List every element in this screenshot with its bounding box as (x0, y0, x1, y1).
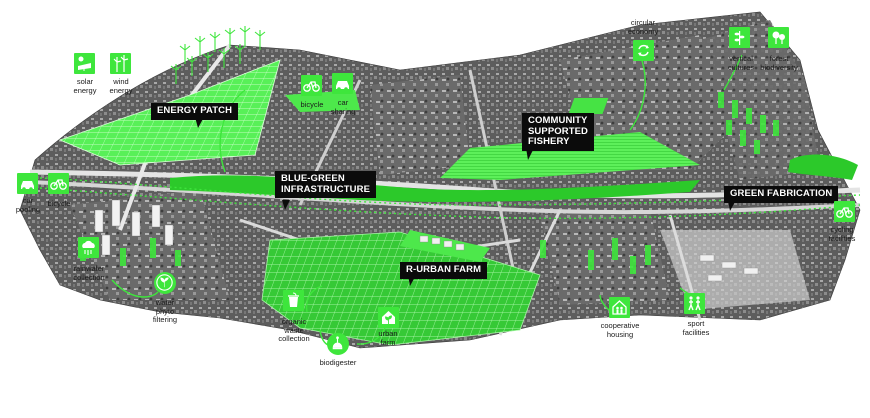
bicycle-icon (301, 75, 322, 96)
forest-biodiversity-label: forest biodiversity (760, 54, 798, 72)
rain-cloud-icon (78, 237, 99, 258)
blue-green-infrastructure-callout: BLUE-GREEN INFRASTRUCTURE (275, 171, 377, 198)
organic-waste-icon (283, 290, 304, 311)
circular-economy-label: circular economy (627, 18, 659, 36)
solar-panel-icon (74, 53, 95, 74)
bicycle-top-label: bicycle (300, 100, 324, 109)
forest-icon (768, 27, 789, 48)
vertical-cultures-label: vertical cultures (727, 54, 755, 72)
car-icon (332, 73, 353, 94)
bicycle-icon (834, 201, 855, 222)
car-pooling-label: car pooling (15, 196, 41, 214)
community-fishery-callout: COMMUNITY SUPPORTED FISHERY (522, 113, 595, 151)
urban-farm-icon (378, 307, 399, 328)
housing-icon (609, 297, 630, 318)
car-sharing-label: car sharing (330, 98, 356, 116)
wind-energy-label: wind energy (109, 77, 133, 95)
sport-facilities-label: sport facilities (682, 319, 710, 337)
plant-filter-icon (154, 272, 176, 294)
energy-patch-callout: ENERGY PATCH (151, 103, 239, 120)
green-fabrication-callout: GREEN FABRICATION (724, 186, 839, 203)
biodigester-icon (327, 333, 349, 355)
cooperative-housing-label: cooperative housing (600, 321, 640, 339)
sport-icon (684, 293, 705, 314)
bicycle-icon (48, 173, 69, 194)
biodigester-label: biodigester (319, 358, 357, 367)
cycling-facilities-label: cycling facilities (828, 225, 856, 243)
wind-turbine-icon (110, 53, 131, 74)
car-icon (17, 173, 38, 194)
water-phyto-filtering-label: water phyto filtering (152, 298, 178, 325)
organic-waste-collection-label: organic waste collection (278, 317, 310, 344)
vertical-crop-icon (729, 27, 750, 48)
urban-farm-label: urban farm (378, 329, 398, 347)
rainwater-collection-label: rainwater collection (73, 264, 105, 282)
bicycle-left-label: bicycle (47, 199, 71, 208)
r-urban-farm-callout: R-URBAN FARM (400, 262, 488, 279)
solar-energy-label: solar energy (73, 77, 97, 95)
recycle-icon (633, 40, 654, 61)
